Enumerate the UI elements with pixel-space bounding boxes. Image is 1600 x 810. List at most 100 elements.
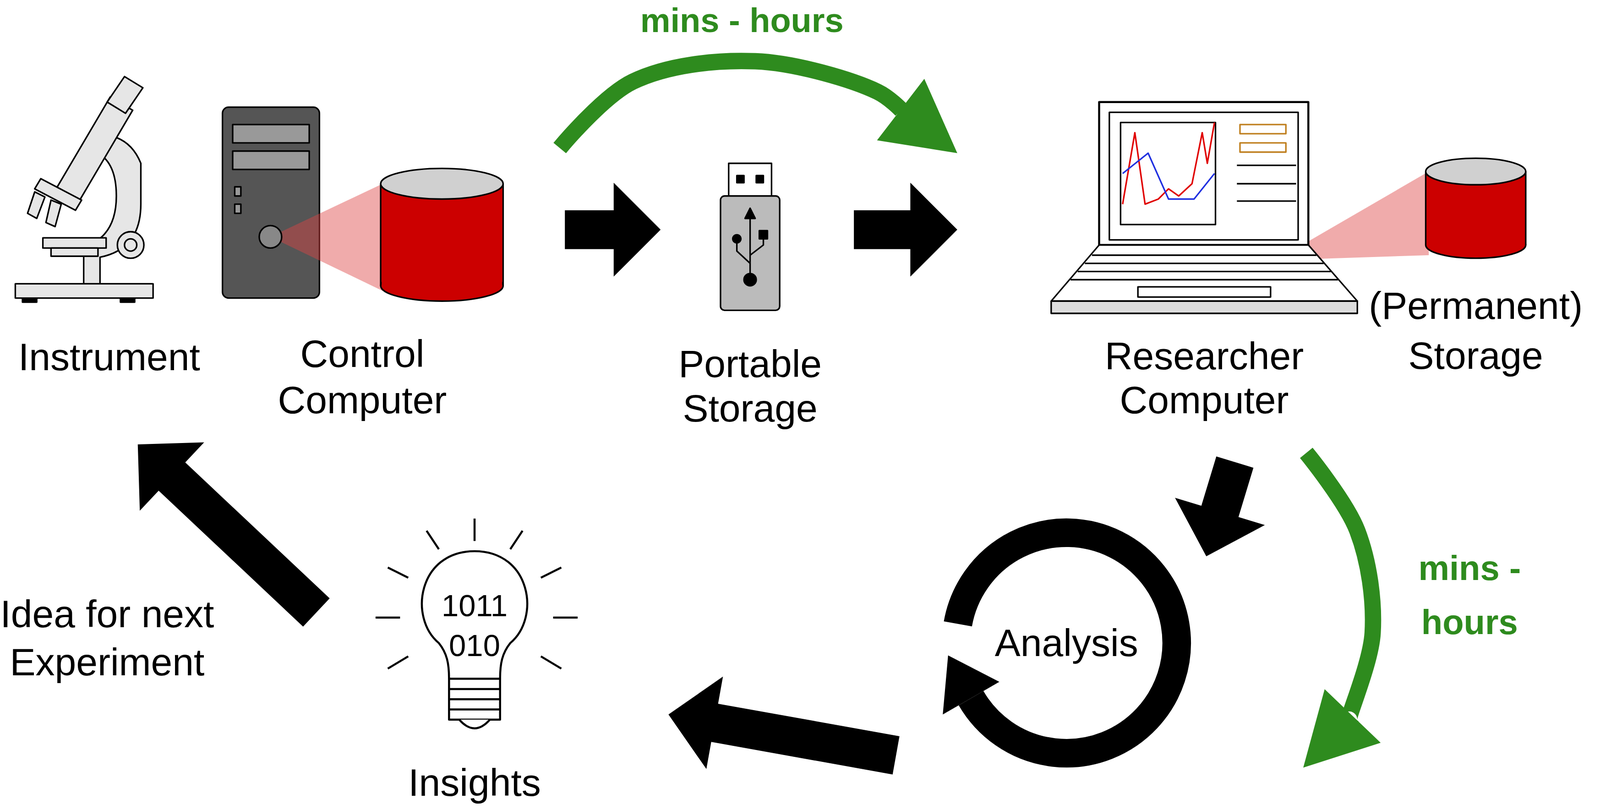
control-computer-icon-part <box>379 183 382 286</box>
light-bulb-icon-part <box>459 719 491 729</box>
usb-stick-icon-part <box>743 273 757 286</box>
control-computer-icon-part <box>232 151 310 170</box>
usb-stick-icon-part <box>732 234 742 243</box>
arrow-shaft <box>559 60 902 148</box>
flow-arrow <box>564 182 661 277</box>
light-bulb-icon-part <box>448 698 500 700</box>
arrow-shaft <box>853 210 912 250</box>
laptop-icon-part <box>1070 278 1338 281</box>
laptop-icon-part <box>1077 270 1332 273</box>
usb-stick-icon-part <box>749 216 751 276</box>
storage-cylinder-icon-part <box>1425 171 1427 245</box>
usb-stick-icon-part <box>737 175 745 183</box>
time-arrow <box>559 60 958 153</box>
usb-stick-icon-part <box>759 230 768 240</box>
microscope-icon-part <box>124 238 137 252</box>
microscope-icon-part <box>56 97 133 203</box>
arrow-shaft <box>1306 453 1374 720</box>
microscope-icon-part <box>45 200 61 227</box>
control-computer-icon-part <box>232 124 310 143</box>
microscope-icon-part <box>22 298 37 303</box>
flow-arrow <box>668 676 896 770</box>
node-caption: Control Computer <box>252 330 473 424</box>
laptop-icon-part <box>1239 124 1286 134</box>
laptop-icon-part <box>1099 102 1309 246</box>
laptop-icon-part <box>1122 122 1215 204</box>
arrow-head <box>910 182 957 277</box>
control-computer-icon-part <box>234 186 241 197</box>
flow-arrow <box>1174 462 1265 557</box>
time-arrow <box>1303 453 1381 768</box>
control-computer-icon-part <box>380 168 503 200</box>
node-caption: Portable Storage <box>672 341 829 431</box>
light-bulb-icon-part <box>387 656 409 669</box>
light-bulb-icon-part <box>426 530 439 550</box>
laptop-icon-part <box>1051 245 1358 302</box>
arrow-head <box>1174 497 1265 557</box>
cycle-arrow-ring-part <box>942 655 1000 715</box>
arrow-head <box>1303 688 1381 768</box>
laptop-icon-part <box>1236 164 1296 166</box>
control-computer-icon <box>222 107 504 301</box>
node-caption: (Permanent) Storage <box>1363 280 1589 381</box>
light-bulb-icon-part <box>510 530 523 550</box>
laptop-icon-part <box>1239 142 1286 153</box>
usb-stick-icon-part <box>728 163 772 196</box>
usb-stick-icon-part <box>720 196 780 311</box>
light-bulb-icon-part <box>421 551 528 679</box>
usb-stick-icon-part <box>737 242 751 264</box>
node-caption: Researcher Computer <box>1094 333 1315 423</box>
light-bulb-icon-part <box>387 567 409 578</box>
light-bulb-icon-part <box>448 708 500 710</box>
flow-arrow <box>137 442 317 613</box>
microscope-icon-part <box>107 76 143 114</box>
duration-label: mins - hours <box>640 0 844 40</box>
light-bulb-icon <box>375 518 578 729</box>
node-label: Analysis <box>994 620 1139 666</box>
light-bulb-icon-part <box>540 567 562 578</box>
microscope-icon-part <box>15 283 153 298</box>
microscope-icon-part <box>50 247 98 257</box>
laptop-icon-part <box>1122 152 1215 199</box>
cycle-arrow-ring-part <box>957 532 1177 754</box>
microscope-icon-part <box>43 237 107 248</box>
arrow-head <box>668 676 723 770</box>
laptop-icon-part <box>1236 182 1296 185</box>
arrow-head <box>137 442 205 511</box>
light-bulb-icon-part <box>540 656 562 669</box>
laptop-icon-part <box>1236 200 1296 202</box>
storage-cylinder-icon <box>1425 158 1526 258</box>
microscope-icon-part <box>27 191 45 219</box>
edge-label: Idea for next Experiment <box>0 589 215 687</box>
analysis-node: Analysis <box>941 518 1191 768</box>
laptop-icon-part <box>1051 300 1358 314</box>
microscope-icon-part <box>120 298 135 303</box>
light-bulb-icon-part <box>553 616 578 619</box>
usb-stick-icon-part <box>744 208 755 219</box>
permanent-storage-node: (Permanent) Storage <box>1363 158 1589 381</box>
researcher-computer-node: Researcher Computer <box>1043 102 1365 423</box>
duration-label: mins - hours <box>1400 540 1539 650</box>
control-computer-icon-part <box>222 107 320 299</box>
arrow-shaft <box>564 210 615 250</box>
cycle-arrow-ring <box>942 532 1177 754</box>
light-bulb-icon-part <box>448 688 500 690</box>
usb-stick-icon <box>720 163 780 311</box>
laptop-icon-part <box>1137 286 1271 297</box>
arrow-shaft <box>171 475 317 613</box>
arrow-shaft <box>1219 462 1235 513</box>
node-caption: Insights <box>408 760 541 805</box>
control-computer-icon-part <box>259 225 282 248</box>
node-caption: Instrument <box>18 334 201 380</box>
laptop-icon-part <box>1092 254 1317 256</box>
instrument-node: Instrument <box>7 76 212 379</box>
flow-arrow <box>853 182 958 277</box>
light-bulb-icon-part <box>375 616 400 619</box>
portable-storage-node: Portable Storage <box>666 163 834 431</box>
storage-cylinder-icon-part <box>1425 158 1526 185</box>
arrow-shaft <box>713 722 896 755</box>
light-bulb-icon-part <box>448 678 500 720</box>
microscope-icon <box>15 76 153 302</box>
